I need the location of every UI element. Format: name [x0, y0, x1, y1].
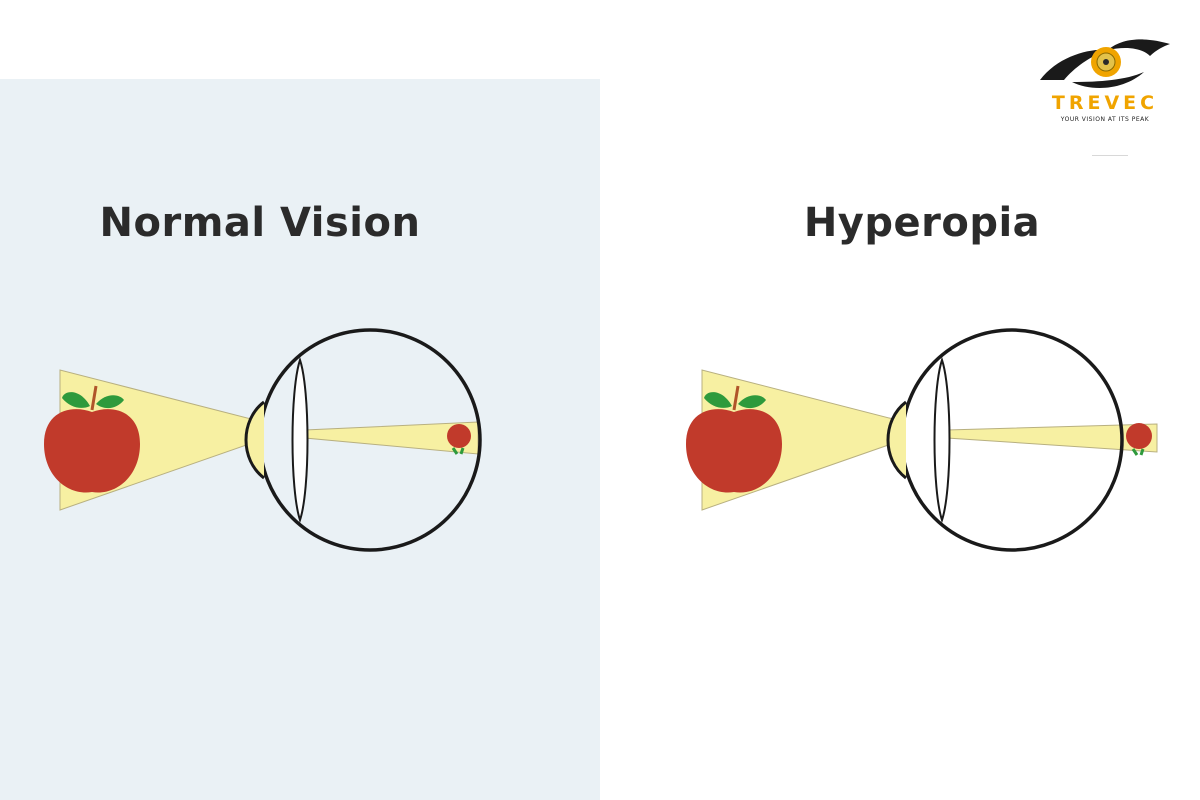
logo-divider [1092, 155, 1128, 156]
cornea [886, 400, 907, 480]
inverted-apple-image-icon [447, 424, 471, 455]
cornea [244, 400, 265, 480]
apple-icon [686, 385, 782, 493]
hyperopia-title: Hyperopia [803, 200, 1041, 246]
inverted-apple-image-icon [1126, 423, 1152, 456]
apple-icon [44, 385, 140, 493]
light-cone-inside [946, 423, 1158, 453]
hyperopia-diagram [686, 328, 1158, 552]
crystalline-lens [291, 356, 309, 524]
crystalline-lens [933, 356, 951, 524]
normal-vision-title: Normal Vision [99, 200, 421, 246]
logo-brand-name: TREVEC [1051, 92, 1159, 114]
eye-logo-icon [1040, 39, 1170, 88]
logo-tagline: YOUR VISION AT ITS PEAK [1060, 116, 1150, 123]
normal-vision-diagram [44, 328, 482, 552]
trevec-logo: TREVEC YOUR VISION AT ITS PEAK [1038, 34, 1172, 159]
